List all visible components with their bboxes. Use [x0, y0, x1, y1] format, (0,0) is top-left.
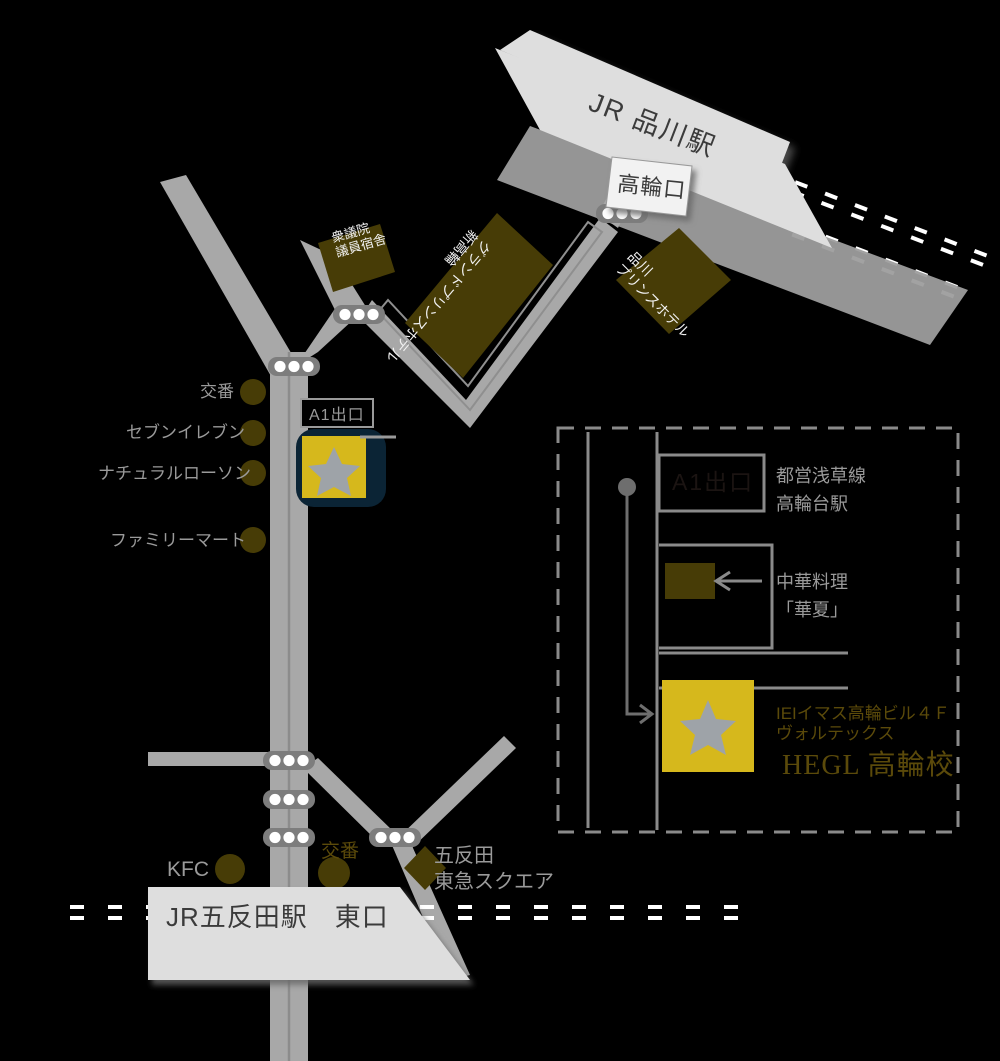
building-tokyu-square	[404, 846, 446, 890]
traffic-signals	[263, 204, 648, 847]
poi-label-natural-lawson: ナチュラルローソン	[98, 464, 251, 483]
inset-arrow-restaurant	[713, 570, 762, 592]
inset-destination-line1: IEIイマス高輪ビル４Ｆ	[776, 704, 950, 723]
star-icon	[308, 447, 360, 496]
poi-natural-lawson	[240, 460, 266, 486]
poi-markers	[215, 379, 350, 889]
inset-restaurant-label: 中華料理 「華夏」	[776, 572, 848, 620]
inset-border	[556, 426, 960, 834]
exit-sign-a1: A1出口	[300, 398, 374, 428]
inset-subway-station-label: 都営浅草線 高輪台駅	[776, 466, 866, 514]
inset-exit-box	[657, 453, 766, 513]
poi-seven-eleven	[240, 420, 266, 446]
signal	[263, 828, 315, 847]
poi-label-koban-1: 交番	[200, 382, 234, 401]
poi-kfc	[215, 854, 245, 884]
inset-panel	[556, 426, 960, 834]
signal	[369, 828, 421, 847]
building-grand-prince	[405, 213, 553, 378]
signal	[263, 790, 315, 809]
inset-destination-line2: ヴォルテックス	[776, 724, 895, 743]
inset-route-arrow	[618, 478, 655, 725]
signal	[263, 751, 315, 770]
inset-exit-label: A1出口	[672, 469, 755, 495]
building-label-tokyu-square: 五反田 東急スクエア	[434, 845, 554, 893]
star-icon	[680, 700, 736, 755]
building-giin-shukusha	[318, 224, 395, 292]
poi-label-kfc: KFC	[167, 858, 209, 881]
station-band-shinagawa	[500, 30, 790, 168]
poi-label-family-mart: ファミリーマート	[110, 531, 246, 550]
signal	[268, 357, 320, 376]
inset-building-kaka	[665, 563, 715, 599]
signal	[333, 305, 385, 324]
buildings	[318, 213, 731, 890]
poi-label-koban-2: 交番	[321, 841, 360, 862]
poi-family-mart	[240, 527, 266, 553]
poi-koban-2	[318, 857, 350, 889]
poi-koban-1	[240, 379, 266, 405]
station-band-gotanda	[148, 887, 470, 980]
building-shinagawa-prince	[616, 228, 731, 334]
station-label-gotanda: JR五反田駅 東口	[166, 902, 389, 932]
main-location-marker	[296, 429, 396, 507]
inset-destination-line3: HEGL 高輪校	[782, 750, 955, 781]
poi-label-seven-eleven: セブンイレブン	[126, 423, 245, 442]
station-bands	[148, 30, 832, 980]
exit-sign-label: A1出口	[309, 407, 365, 424]
